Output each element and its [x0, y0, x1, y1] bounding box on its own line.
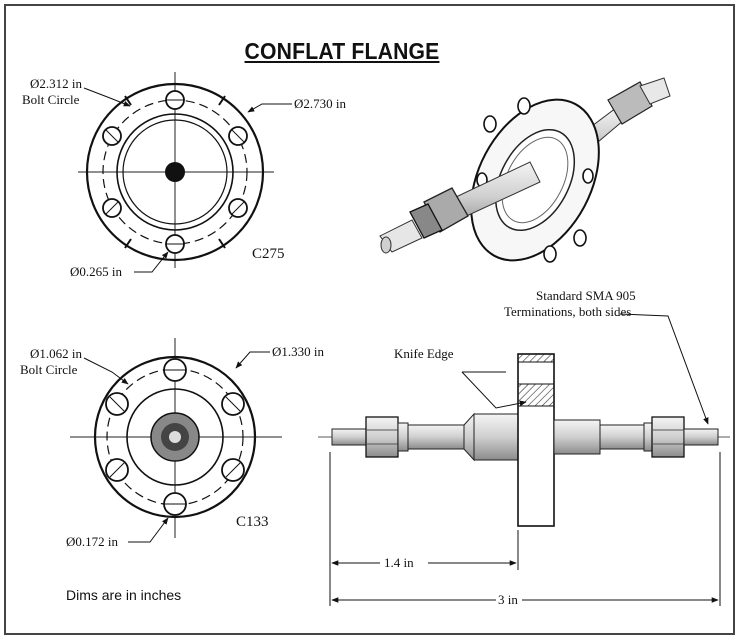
dimension-3-in: 3 in — [498, 592, 518, 607]
units-note: Dims are in inches — [66, 587, 182, 603]
c275-bolt-circle-label: Bolt Circle — [22, 92, 80, 107]
c133-hole-diameter: Ø0.172 in — [66, 534, 119, 549]
c275-bolt-circle-diameter: Ø2.312 in — [30, 76, 83, 91]
flange-c133-front-view — [70, 338, 282, 543]
c133-outer-diameter: Ø1.330 in — [272, 344, 325, 359]
termination-label-line2: Terminations, both sides — [504, 304, 631, 319]
c133-bolt-circle-diameter: Ø1.062 in — [30, 346, 83, 361]
dimension-1-4-in: 1.4 in — [384, 555, 414, 570]
c133-model-label: C133 — [236, 514, 269, 530]
c275-model-label: C275 — [252, 246, 285, 262]
feedthrough-side-view — [318, 313, 730, 606]
flange-c275-front-view — [78, 72, 292, 273]
page-title: CONFLAT FLANGE — [244, 38, 440, 64]
feedthrough-3d-render — [379, 77, 671, 263]
c275-hole-diameter: Ø0.265 in — [70, 264, 123, 279]
c275-outer-diameter: Ø2.730 in — [294, 96, 347, 111]
c133-bolt-circle-label: Bolt Circle — [20, 362, 78, 377]
knife-edge-label: Knife Edge — [394, 346, 454, 361]
termination-label-line1: Standard SMA 905 — [536, 288, 636, 303]
